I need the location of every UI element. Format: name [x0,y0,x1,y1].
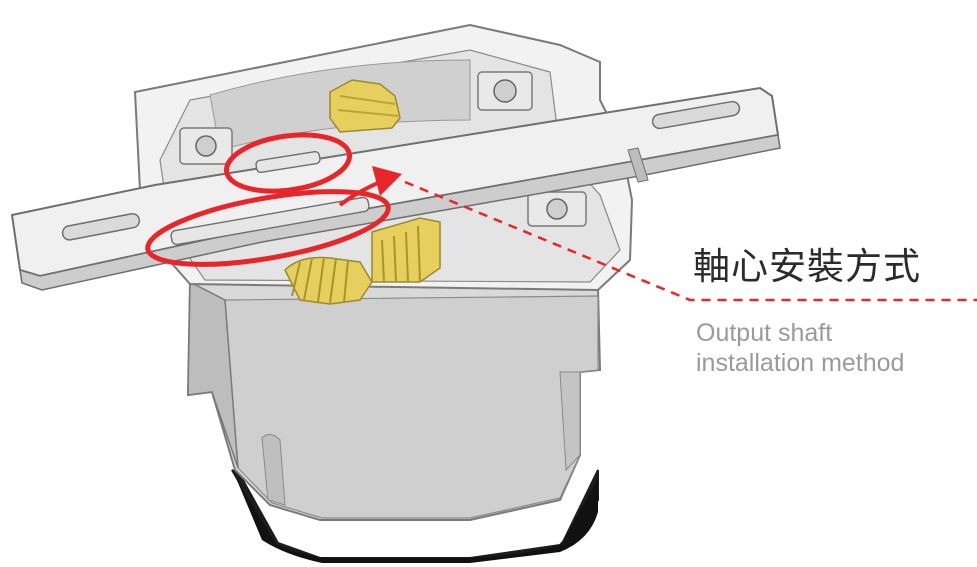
callout-title-zh: 軸心安裝方式 [693,245,921,288]
dashed-leader-line [404,180,977,302]
housing-notch-right [559,371,581,472]
callout-subtitle-en: Output shaft installation method [696,318,904,378]
upper-gear [329,79,401,133]
highlight-ellipse-upper [223,132,353,194]
bolt-top-right [477,71,533,111]
lower-housing-front [224,295,599,519]
highlight-ellipse-lower [145,189,391,267]
output-shaft [10,86,781,291]
callout-subtitle-line2: installation method [696,349,905,377]
lower-housing-side [187,280,239,469]
highlight-arrow-head [372,166,402,196]
callout-subtitle-line1: Output shaft [696,319,833,347]
bolt-bottom-right [527,191,587,227]
worm-gear [284,217,441,305]
housing-notch-left [261,434,286,506]
bolt-top-left [179,127,233,165]
